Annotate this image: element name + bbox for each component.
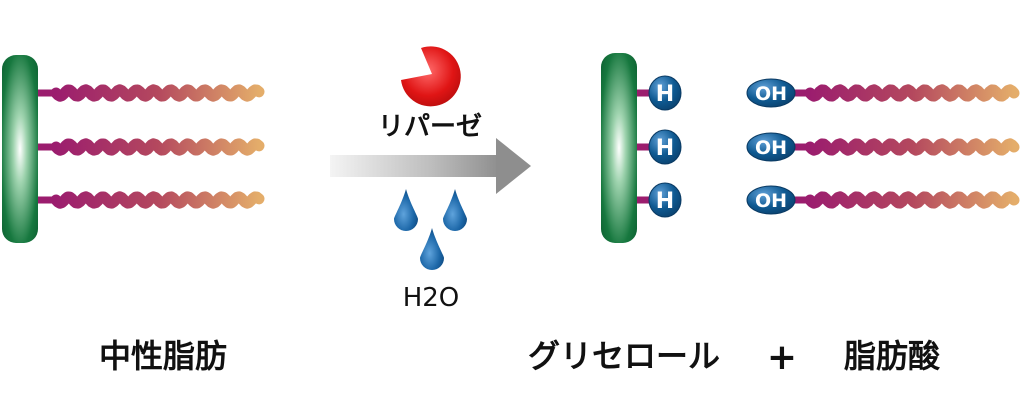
fatty-acid-chains-left [38,84,265,209]
reaction-arrow [330,138,531,194]
water-drop-icon [420,228,444,270]
fatty-acid-chain [790,138,1020,156]
reaction: リパーゼ H2O [330,46,531,313]
glycerol-label: グリセロール [528,337,720,375]
glycerol: H H H [601,53,682,243]
fatty-acid-chain-3 [38,191,265,209]
triglyceride [2,55,265,243]
water-drop-icon [394,189,418,231]
fatty-acid-label: 脂肪酸 [844,337,941,375]
glycerol-backbone-left [2,55,38,243]
fatty-acid-chain-2 [38,138,265,156]
h-cap-2: H [637,129,682,165]
fatty-acid-chain-1 [38,84,265,102]
fatty-acid-2: OH [746,132,1020,162]
oh-head-label: OH [755,137,787,159]
glycerol-h-groups: H H H [637,75,682,218]
lipase-enzyme-icon [401,46,461,107]
fatty-acid-chain [790,191,1020,209]
fatty-acid-chain [790,84,1020,102]
water-drops [394,189,467,270]
water-label: H2O [403,283,460,313]
h-cap-1: H [637,75,682,111]
oh-head-label: OH [755,190,787,212]
water-drop-icon [443,189,467,231]
glycerol-backbone-right [601,53,637,243]
fatty-acid-3: OH [746,185,1020,215]
h-cap-label: H [656,136,674,161]
oh-head-label: OH [755,83,787,105]
h-cap-label: H [656,82,674,107]
h-cap-3: H [637,182,682,218]
fatty-acids: OH OH OH [746,78,1020,215]
fatty-acid-1: OH [746,78,1020,108]
enzyme-label: リパーゼ [378,112,482,142]
plus-sign: + [767,337,797,378]
triglyceride-label: 中性脂肪 [99,337,227,375]
h-cap-label: H [656,189,674,214]
